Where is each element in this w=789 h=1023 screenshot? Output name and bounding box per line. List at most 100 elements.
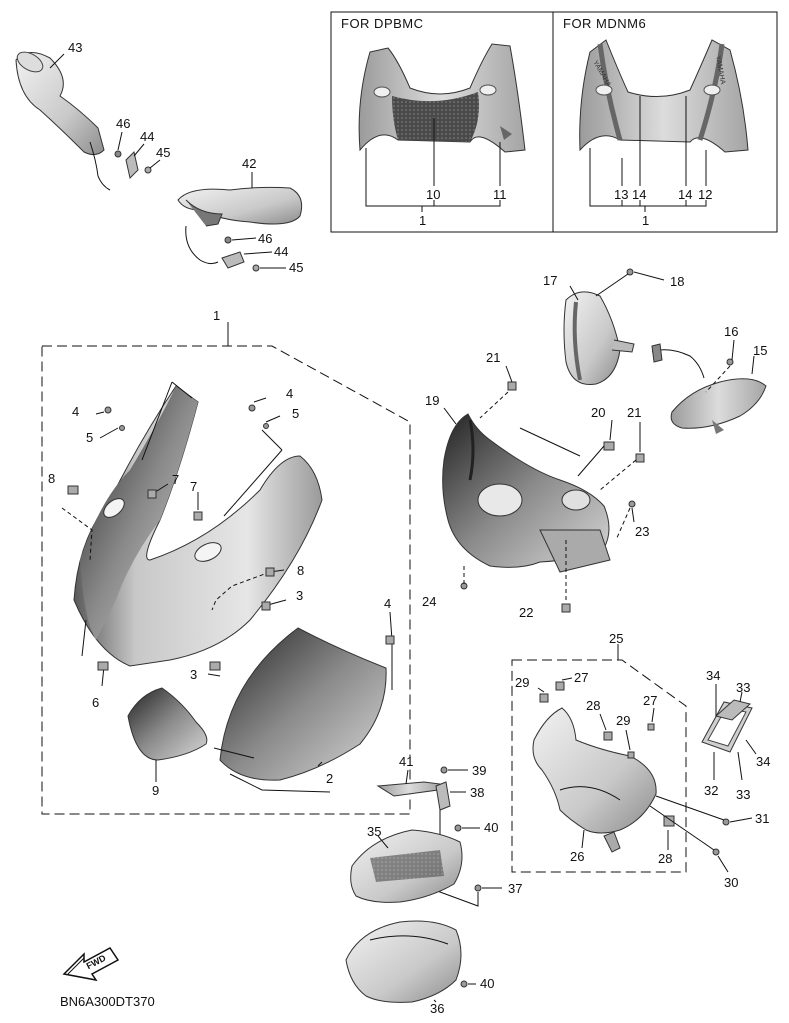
stay-19-illustration <box>442 413 611 573</box>
callout-5-b: 5 <box>292 406 299 421</box>
callout-46-top: 46 <box>116 116 130 131</box>
under-cover-35-illustration <box>350 829 463 903</box>
fasteners-44-45-46-top <box>114 150 152 179</box>
callout-40-a: 40 <box>484 820 498 835</box>
callout-14-right: 14 <box>678 187 692 202</box>
callout-3-a: 3 <box>296 588 303 603</box>
callout-19: 19 <box>425 393 439 408</box>
leader-44-top <box>133 143 145 157</box>
bracket-26-illustration <box>532 707 657 853</box>
leader-30b <box>717 855 729 873</box>
leader-29-b <box>625 729 631 751</box>
callout-1-mdnm6: 1 <box>642 213 649 228</box>
leader-26 <box>581 829 585 849</box>
bolt-31 <box>722 818 730 826</box>
leader-29-a <box>537 687 545 693</box>
leader-28-a <box>599 713 607 731</box>
callout-3-b: 3 <box>190 667 197 682</box>
callout-15: 15 <box>753 343 767 358</box>
leader-43 <box>49 53 65 69</box>
callout-8-a: 8 <box>48 471 55 486</box>
callout-18: 18 <box>670 274 684 289</box>
fairing-dpbmc-illustration <box>358 43 526 153</box>
group-1-fasteners <box>67 404 395 671</box>
bolt-30 <box>712 848 720 856</box>
bolt-21-b <box>635 453 645 463</box>
diagram-code: BN6A300DT370 <box>60 994 155 1009</box>
callout-30: 30 <box>724 875 738 890</box>
leader-20b <box>519 427 605 477</box>
leader-17 <box>569 285 579 301</box>
bar-41-illustration <box>376 781 441 797</box>
callout-41: 41 <box>399 754 413 769</box>
callout-8-b: 8 <box>297 563 304 578</box>
inset-frame <box>330 11 778 233</box>
group-25-dashed-outline <box>511 659 687 873</box>
bolt-21-a <box>507 381 517 391</box>
leader-33-b <box>737 751 743 781</box>
duct-43-illustration <box>15 51 111 191</box>
callout-40-b: 40 <box>480 976 494 991</box>
callout-25: 25 <box>609 631 623 646</box>
cover-32-34-illustration <box>701 699 753 753</box>
callout-4-c: 4 <box>384 596 391 611</box>
leader-30a <box>649 805 715 851</box>
bolt-16 <box>726 358 734 366</box>
inset-leaders <box>365 96 707 212</box>
callout-9: 9 <box>152 783 159 798</box>
callout-24: 24 <box>422 594 436 609</box>
leader-27-a <box>561 677 573 681</box>
fwd-arrow-icon <box>62 947 120 982</box>
callout-32: 32 <box>704 783 718 798</box>
callout-38: 38 <box>470 785 484 800</box>
upper-cowl-illustration <box>73 385 323 667</box>
fairing-mdnm6-illustration: YAMAHA YAMAHA <box>579 39 749 153</box>
callout-42: 42 <box>242 156 256 171</box>
callout-45-lower: 45 <box>289 260 303 275</box>
under-cover-36-illustration <box>345 920 462 1003</box>
callout-7-b: 7 <box>190 479 197 494</box>
bolt-18 <box>626 268 634 276</box>
callout-11: 11 <box>493 187 507 202</box>
leader-44-lower <box>243 251 273 255</box>
grommet-22 <box>561 603 571 613</box>
callout-28-a: 28 <box>586 698 600 713</box>
leader-46-top <box>117 131 123 151</box>
callout-14-left: 14 <box>632 187 646 202</box>
callout-21-b: 21 <box>627 405 641 420</box>
callout-33-b: 33 <box>736 787 750 802</box>
callout-20: 20 <box>591 405 605 420</box>
leader-27-b <box>651 707 655 723</box>
callout-34-a: 34 <box>706 668 720 683</box>
callout-1-dpbmc: 1 <box>419 213 426 228</box>
leader-45-top <box>149 159 161 169</box>
leader-33-a <box>739 691 743 703</box>
leader-21-a2 <box>479 391 509 419</box>
inner-panel-9-illustration <box>127 687 208 761</box>
headlight-17-illustration <box>563 291 635 386</box>
leader-18b <box>633 271 665 281</box>
callout-4-b: 4 <box>286 386 293 401</box>
fasteners-44-45-46-lower <box>221 236 260 272</box>
callout-45-top: 45 <box>156 145 170 160</box>
callout-26: 26 <box>570 849 584 864</box>
callout-13: 13 <box>614 187 628 202</box>
callout-12: 12 <box>698 187 712 202</box>
inset-dpbmc-title: FOR DPBMC <box>341 16 424 31</box>
callout-36: 36 <box>430 1001 444 1016</box>
leader-35 <box>377 835 389 849</box>
callout-5-a: 5 <box>86 430 93 445</box>
callout-21-a: 21 <box>486 350 500 365</box>
leader-34-b <box>745 739 757 755</box>
callout-44-lower: 44 <box>274 244 288 259</box>
callout-6: 6 <box>92 695 99 710</box>
leader-16b <box>705 365 731 393</box>
callout-35: 35 <box>367 824 381 839</box>
leader-46-lower <box>231 237 257 241</box>
leader-18a <box>595 273 629 297</box>
leader-2 <box>317 761 323 767</box>
callout-2: 2 <box>326 771 333 786</box>
leader-21-a <box>505 365 513 383</box>
callout-34-b: 34 <box>756 754 770 769</box>
